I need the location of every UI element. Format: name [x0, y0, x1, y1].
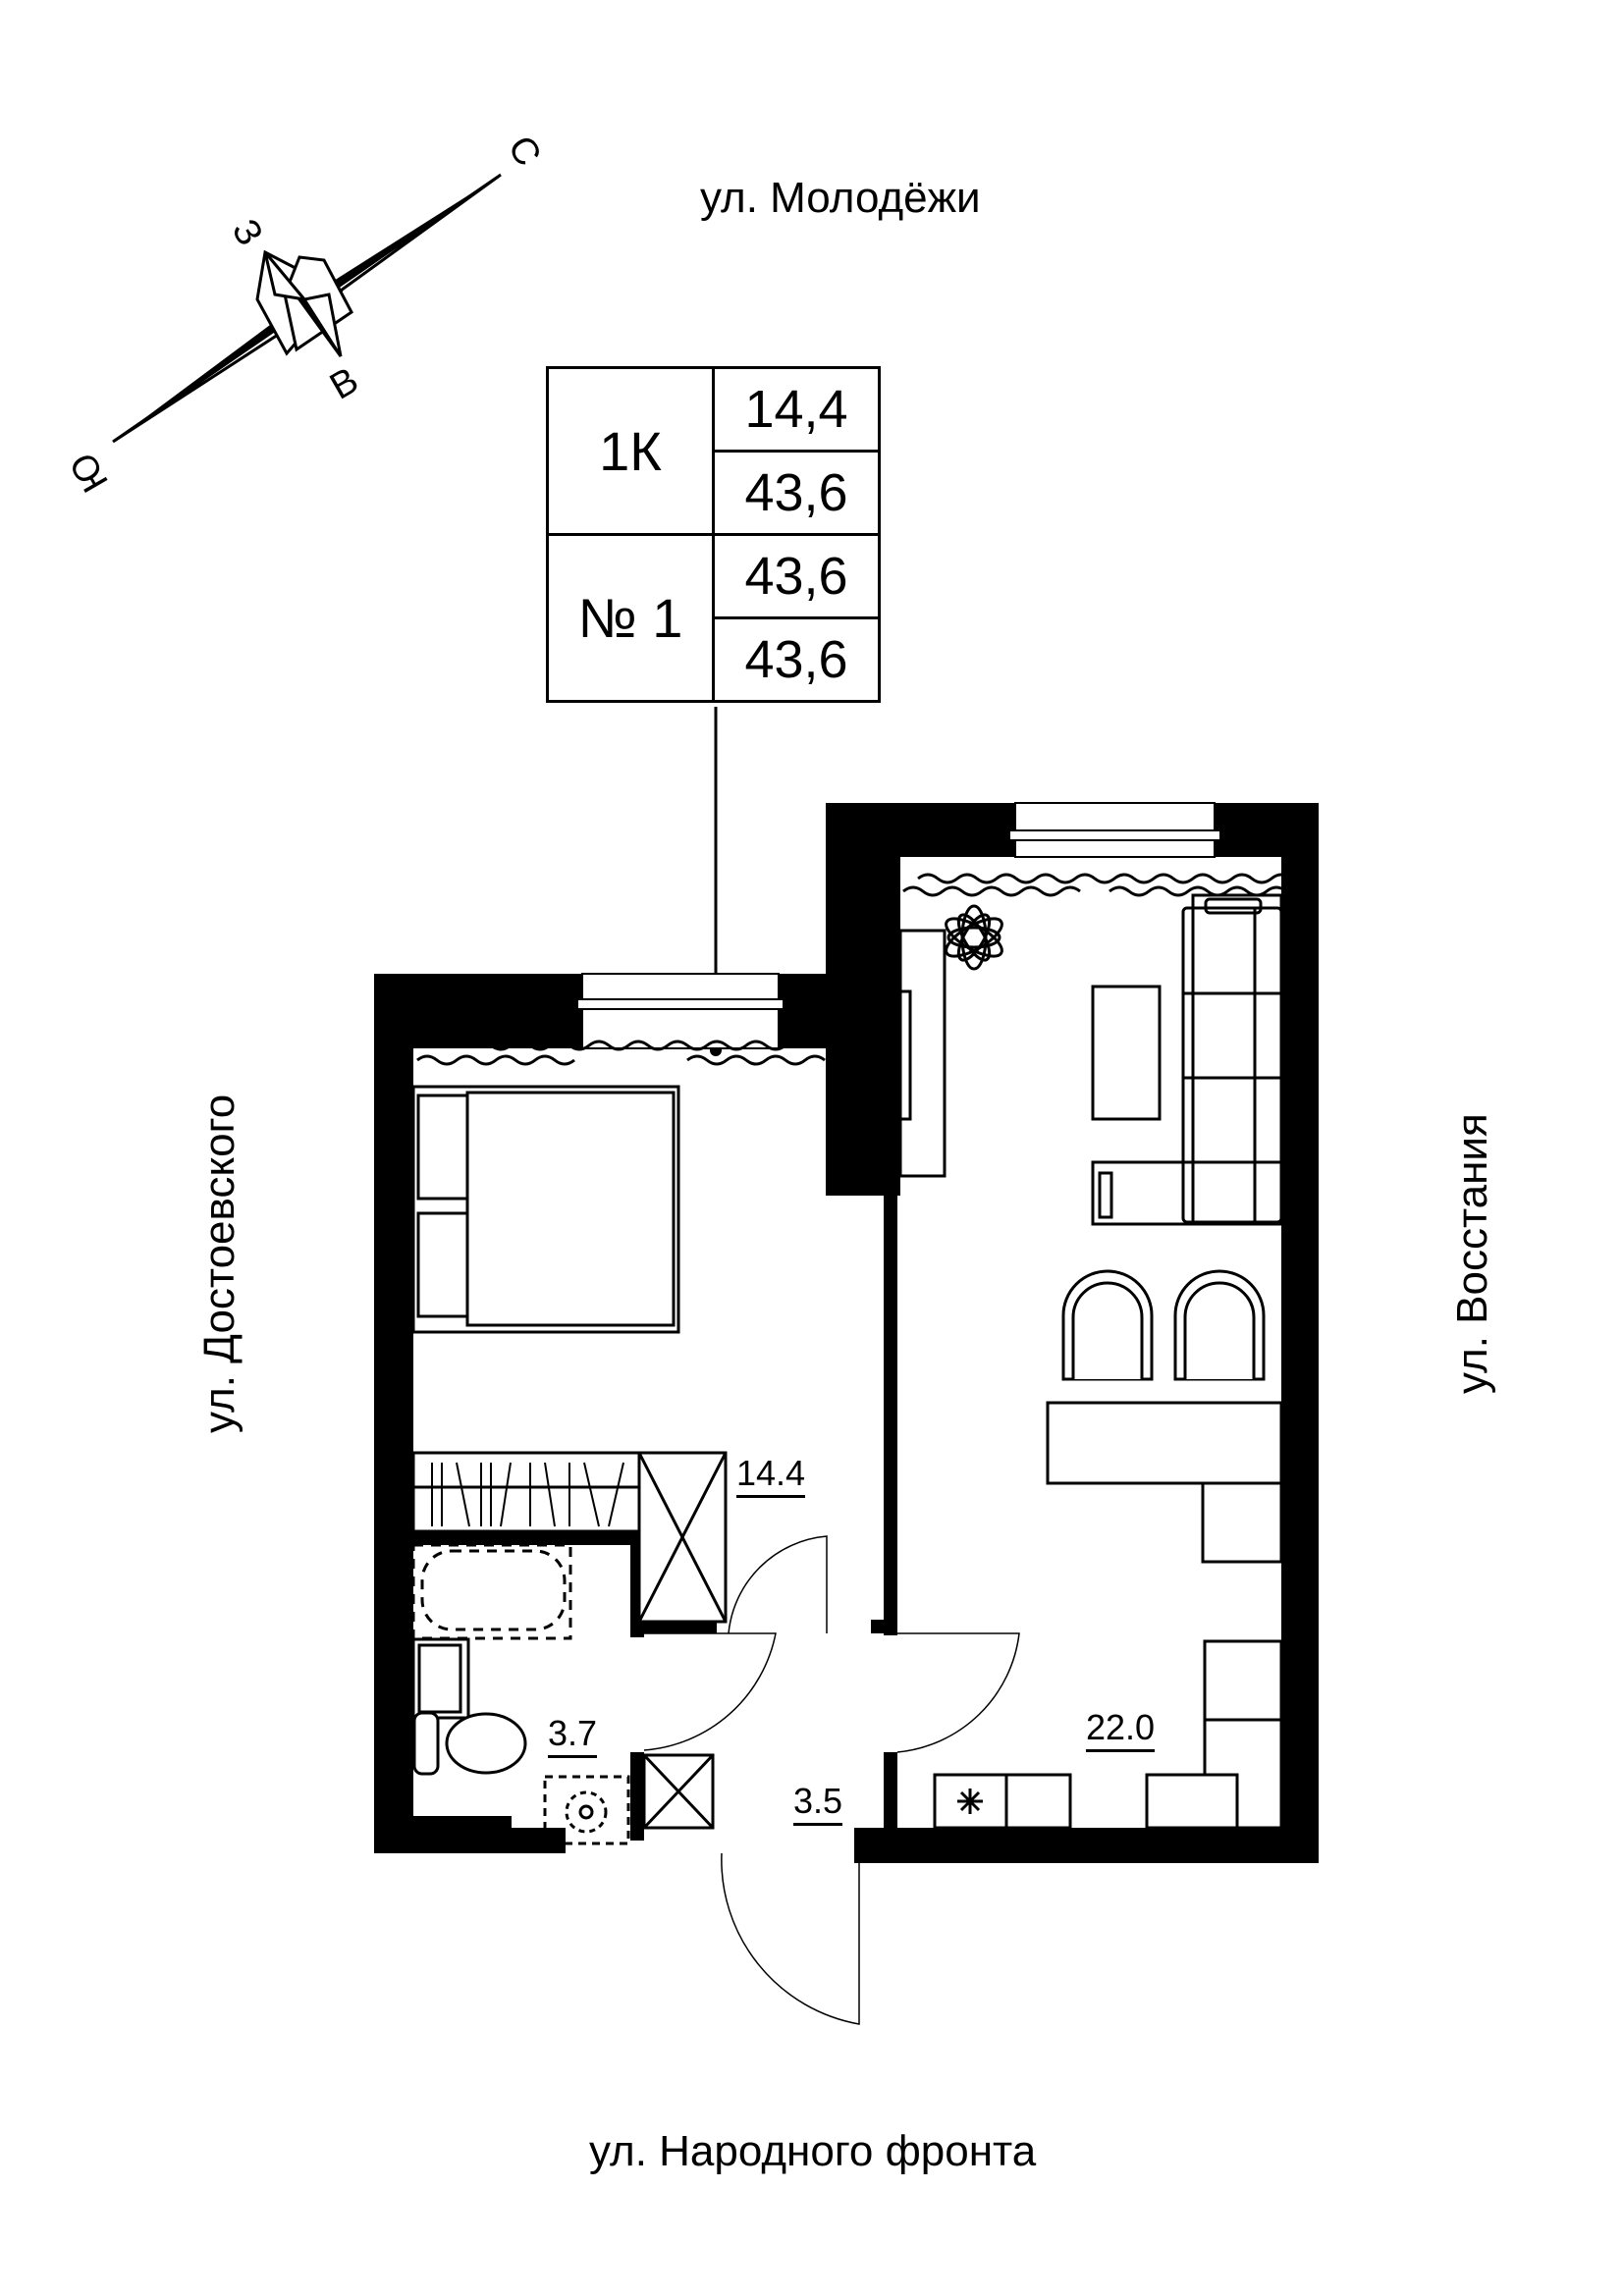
doors	[630, 1535, 1020, 2025]
room-area-kitchen-living: 22.0	[1086, 1710, 1156, 1752]
compass-rose-icon	[112, 173, 502, 444]
windows	[576, 802, 1221, 1049]
tv-stand-icon	[898, 929, 947, 1178]
area-3: 43,6	[712, 616, 881, 703]
room-area-bedroom: 14.4	[736, 1456, 806, 1498]
street-north: ул. Молодёжи	[700, 174, 981, 222]
street-west: ул. Достоевского	[195, 1094, 243, 1433]
stove-icon	[957, 1789, 983, 1814]
sofa-icon	[1191, 893, 1283, 1226]
wardrobe-icon	[411, 1451, 728, 1624]
walls	[374, 803, 1319, 1863]
apartment-info-table: 1К 14,4 43,6 № 1 43,6 43,6	[546, 366, 881, 703]
washing-machine-icon	[543, 1775, 630, 1845]
street-east: ул. Восстания	[1448, 1113, 1496, 1394]
chairs-icon	[1061, 1269, 1266, 1381]
room-area-bathroom: 3.7	[548, 1716, 598, 1758]
room-area-hallway: 3.5	[793, 1784, 843, 1826]
toilet-icon	[412, 1711, 527, 1776]
coffee-table-icon	[1091, 985, 1162, 1121]
hallway-closet-icon	[642, 1753, 715, 1830]
total-area: 43,6	[712, 450, 881, 536]
sink-icon	[411, 1637, 470, 1720]
bathtub-icon	[411, 1543, 572, 1640]
plant-icon	[945, 904, 1003, 971]
living-area: 14,4	[712, 366, 881, 453]
apartment-number: № 1	[546, 533, 715, 703]
kitchen-counter-icon	[933, 1401, 1283, 1830]
area-2: 43,6	[712, 533, 881, 619]
street-south: ул. Народного фронта	[589, 2127, 1037, 2175]
bed-icon	[411, 1085, 680, 1334]
apartment-type: 1К	[546, 366, 715, 536]
